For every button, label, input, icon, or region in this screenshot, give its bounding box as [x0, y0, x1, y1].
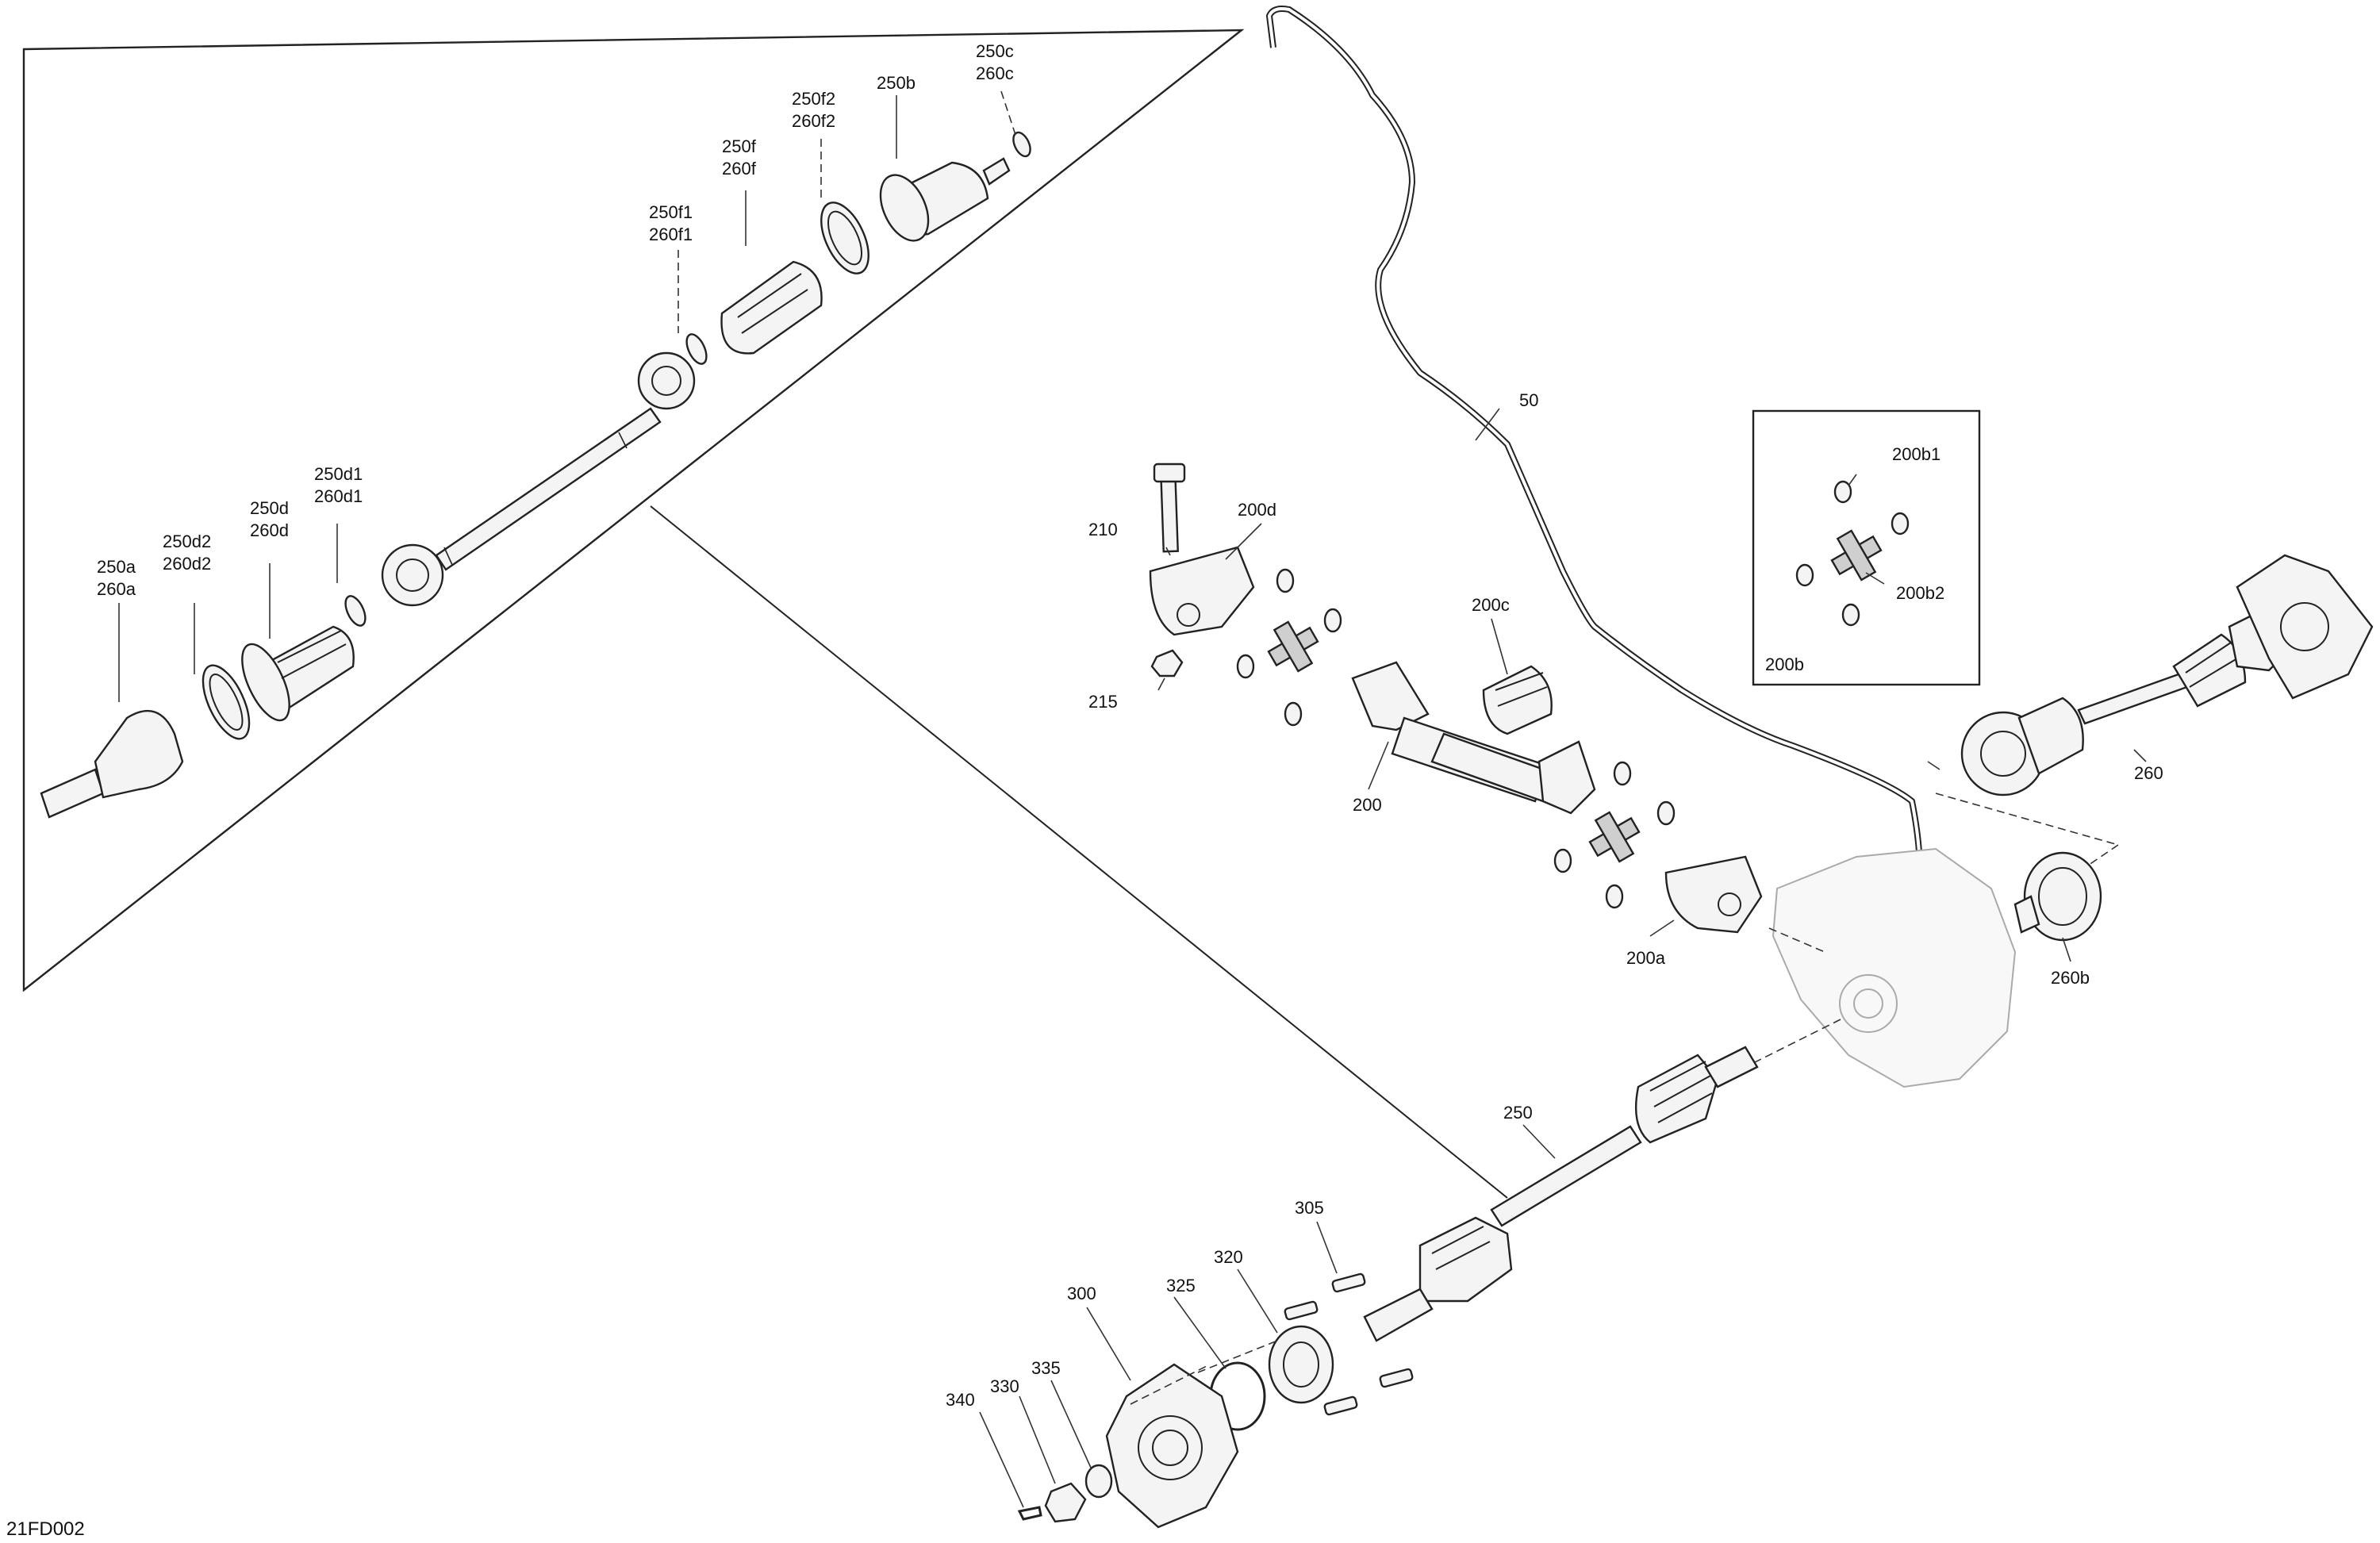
label-250c: 250c: [976, 41, 1014, 61]
diagram-reference-code: 21FD002: [6, 1518, 85, 1540]
label-200d: 200d: [1238, 500, 1276, 520]
label-250d1: 250d1: [314, 464, 363, 484]
label-320: 320: [1214, 1247, 1243, 1267]
label-250f1: 250f1: [649, 202, 693, 222]
label-250a: 250a: [97, 557, 136, 577]
label-200b2: 200b2: [1896, 583, 1944, 603]
label-260d1: 260d1: [314, 486, 363, 506]
label-200b: 200b: [1765, 654, 1804, 674]
propeller-shaft-assembly: [1149, 463, 1763, 934]
driveshaft-detail-inset: [22, 29, 1508, 1199]
part-number-labels: 50 210 200d 215 200c 200 200a 200b1 200b…: [97, 41, 2163, 1410]
label-260f: 260f: [722, 159, 757, 178]
main-leader-lines: [979, 408, 2147, 1508]
label-250f2: 250f2: [792, 89, 835, 109]
vent-hose: [1265, 6, 1924, 934]
label-325: 325: [1166, 1276, 1196, 1295]
label-260f1: 260f1: [649, 225, 693, 244]
right-axle-shaft: [1935, 554, 2374, 913]
label-300: 300: [1067, 1284, 1096, 1303]
label-200: 200: [1353, 795, 1382, 815]
label-305: 305: [1295, 1198, 1324, 1218]
left-axle-shaft: [1363, 1046, 1759, 1342]
label-250: 250: [1503, 1103, 1533, 1123]
ring-gear: [2013, 851, 2102, 942]
label-260d: 260d: [250, 520, 289, 540]
label-250d2: 250d2: [163, 532, 211, 551]
inset-leader-lines: [118, 90, 1016, 702]
differential-housing: [1721, 847, 2017, 1088]
label-260a: 260a: [97, 579, 136, 599]
label-335: 335: [1031, 1358, 1061, 1378]
label-200a: 200a: [1626, 948, 1666, 968]
label-260f2: 260f2: [792, 111, 835, 131]
label-260d2: 260d2: [163, 554, 211, 574]
label-200c: 200c: [1472, 595, 1510, 615]
label-250d: 250d: [250, 498, 289, 518]
label-215: 215: [1088, 692, 1118, 712]
label-50: 50: [1519, 390, 1538, 410]
label-260b: 260b: [2051, 968, 2090, 988]
axle-shaft-exploded: [40, 131, 1031, 819]
label-340: 340: [946, 1390, 975, 1410]
label-250b: 250b: [877, 73, 916, 93]
label-260: 260: [2134, 763, 2163, 783]
label-250f: 250f: [722, 136, 757, 156]
label-330: 330: [990, 1376, 1019, 1396]
label-260c: 260c: [976, 63, 1014, 83]
wheel-hub-assembly: [1017, 1272, 1414, 1529]
universal-joint-inset: [1752, 409, 1981, 686]
label-210: 210: [1088, 520, 1118, 539]
label-200b1: 200b1: [1892, 444, 1940, 464]
